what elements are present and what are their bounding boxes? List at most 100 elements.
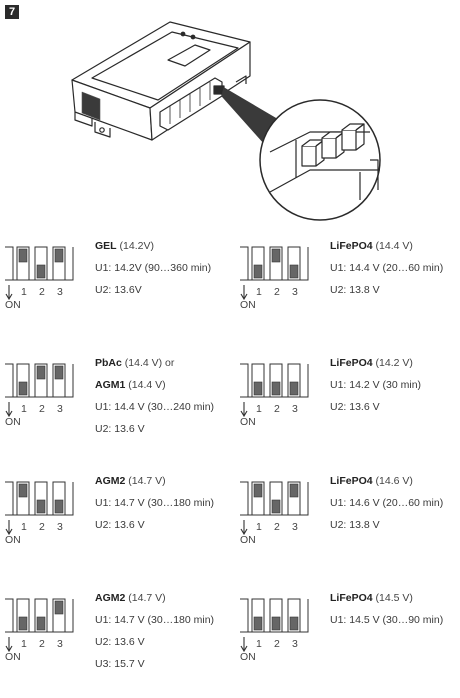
dip-switch-1	[251, 246, 265, 281]
dip-switch-knob	[253, 483, 263, 498]
dip-switch-knob	[253, 264, 263, 279]
dip-label-2: 2	[274, 638, 280, 650]
battery-type-line: AGM2 (14.7 V)	[95, 587, 220, 609]
battery-type: LiFePO4	[330, 240, 373, 252]
dip-label-on: ON	[240, 534, 256, 545]
dip-switch-knob	[18, 248, 28, 263]
step-number-badge: 7	[5, 5, 19, 19]
dip-label-on: ON	[240, 416, 256, 427]
dip-switch-2	[34, 246, 48, 281]
battery-type: LiFePO4	[330, 357, 373, 369]
charge-parameter-line: U1: 14.4 V (30…240 min)	[95, 401, 215, 413]
battery-type: GEL	[95, 240, 117, 252]
battery-type-line: LiFePO4 (14.5 V)	[330, 587, 455, 609]
battery-voltage: (14.4 V)	[128, 379, 166, 391]
dip-label-1: 1	[256, 403, 262, 415]
charge-parameter-line: U3: 15.7 V	[95, 658, 145, 670]
arrow-down-icon	[5, 285, 13, 301]
dip-label-on: ON	[5, 299, 21, 310]
battery-type-line: AGM2 (14.7 V)	[95, 470, 220, 492]
dip-switch-1	[16, 246, 30, 281]
charge-parameter-line: U2: 13.6 V	[95, 519, 145, 531]
dip-switch-1	[16, 481, 30, 516]
arrow-down-icon	[240, 285, 248, 301]
setting-description: LiFePO4 (14.6 V)U1: 14.6 V (20…60 min)U2…	[330, 470, 455, 536]
dip-switch-2	[269, 598, 283, 633]
dip-label-3: 3	[57, 286, 63, 298]
battery-voltage: (14.7 V)	[128, 475, 166, 487]
charge-parameter-line: U1: 14.4 V (20…60 min)	[330, 262, 444, 274]
dip-switch-knob	[253, 381, 263, 396]
charger-device-illustration	[71, 21, 381, 221]
battery-type: PbAc	[95, 357, 122, 369]
arrow-down-icon	[240, 402, 248, 418]
dip-label-on: ON	[5, 651, 21, 662]
dip-switch-3	[52, 246, 66, 281]
dip-switch-2	[269, 481, 283, 516]
dip-label-2: 2	[274, 286, 280, 298]
battery-type-line: LiFePO4 (14.2 V)	[330, 352, 455, 374]
dip-switch-knob	[36, 499, 46, 514]
dip-label-1: 1	[256, 286, 262, 298]
dip-switch-1	[251, 598, 265, 633]
dip-label-2: 2	[274, 403, 280, 415]
dip-label-3: 3	[57, 638, 63, 650]
arrow-down-icon	[5, 402, 13, 418]
setting-description: LiFePO4 (14.5 V) U1: 14.5 V (30…90 min)	[330, 587, 455, 631]
battery-type-line: PbAc (14.4 V) or	[95, 352, 220, 374]
dip-switch-knob	[271, 616, 281, 631]
charge-parameter-line: U1: 14.7 V (30…180 min)	[95, 497, 215, 509]
dip-switch-2	[269, 363, 283, 398]
arrow-down-icon	[5, 637, 13, 653]
dip-label-1: 1	[21, 521, 27, 533]
dip-switch-1	[251, 481, 265, 516]
setting-description: AGM2 (14.7 V) U1: 14.7 V (30…180 min) U2: …	[95, 470, 220, 536]
battery-voltage: (14.5 V)	[375, 592, 413, 604]
battery-voltage: (14.2 V)	[375, 357, 413, 369]
dip-switch-knob	[54, 248, 64, 263]
charge-parameter-line: U2: 13.6 V	[95, 423, 145, 435]
dip-label-1: 1	[21, 286, 27, 298]
dip-label-3: 3	[292, 403, 298, 415]
dip-switch-2	[269, 246, 283, 281]
arrow-down-icon	[5, 520, 13, 536]
battery-type: LiFePO4	[330, 475, 373, 487]
dip-label-3: 3	[292, 286, 298, 298]
dip-label-1: 1	[256, 638, 262, 650]
setting-description: GEL (14.2V) U1: 14.2V (90…360 min) U2: 13.…	[95, 235, 220, 301]
dip-label-3: 3	[57, 403, 63, 415]
charge-parameter-line: U1: 14.2 V (30 min)	[330, 379, 422, 391]
dip-label-1: 1	[256, 521, 262, 533]
charge-parameter-line: U1: 14.5 V (30…90 min)	[330, 614, 444, 626]
dip-switch-knob	[18, 616, 28, 631]
dip-switch-knob	[18, 381, 28, 396]
dip-label-3: 3	[292, 521, 298, 533]
battery-voltage: (14.4 V) or	[124, 357, 175, 369]
dip-label-2: 2	[39, 286, 45, 298]
dip-switch-1	[16, 363, 30, 398]
dip-label-2: 2	[39, 638, 45, 650]
dip-label-2: 2	[39, 403, 45, 415]
dip-switch-3	[52, 598, 66, 633]
dip-switch-knob	[54, 365, 64, 380]
dip-label-on: ON	[240, 299, 256, 310]
charge-parameter-line: U1: 14.2V (90…360 min)	[95, 262, 212, 274]
dip-switch-knob	[36, 616, 46, 631]
dip-switch-2	[34, 363, 48, 398]
charge-parameter-line: U2: 13.6 V	[95, 636, 145, 648]
dip-switch-2	[34, 598, 48, 633]
dip-switch-knob	[271, 381, 281, 396]
charge-parameter-line: U1: 14.7 V (30…180 min)	[95, 614, 215, 626]
dip-label-on: ON	[240, 651, 256, 662]
battery-type: LiFePO4	[330, 592, 373, 604]
charge-parameter-line: U2: 13.6V	[95, 284, 142, 296]
battery-voltage: (14.4 V)	[375, 240, 413, 252]
battery-type-line: GEL (14.2V)	[95, 235, 220, 257]
